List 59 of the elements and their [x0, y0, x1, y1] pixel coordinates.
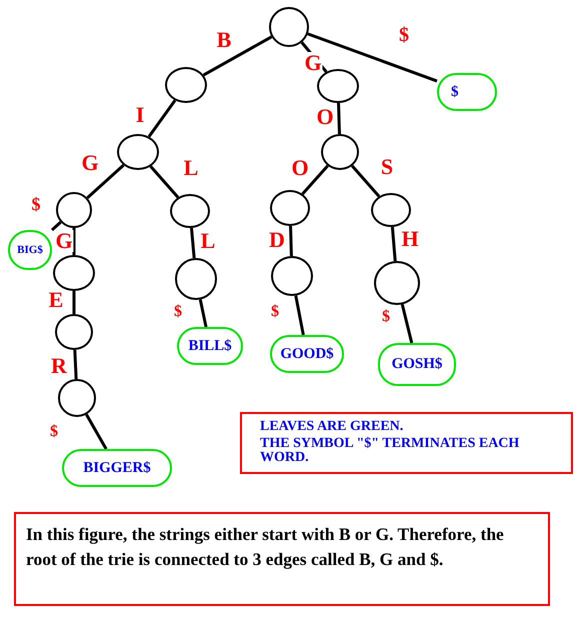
- trie-edge: [198, 299, 208, 328]
- trie-edge: [148, 99, 176, 138]
- trie-edge: [289, 226, 293, 256]
- trie-node-circle: [269, 7, 309, 47]
- note-text: THE SYMBOL "$" TERMINATES EACH WORD.: [260, 437, 520, 465]
- edge-label: $: [381, 309, 391, 325]
- edge-label: $: [398, 25, 410, 45]
- trie-node-circle: [165, 67, 207, 103]
- leaf-label: GOSH$: [392, 356, 442, 373]
- leaf-node: [270, 335, 344, 373]
- trie-node-circle: [175, 258, 217, 300]
- trie-edge: [390, 226, 397, 262]
- trie-node-circle: [271, 256, 313, 296]
- trie-node-circle: [58, 379, 96, 417]
- note-text: LEAVES ARE GREEN.: [260, 420, 404, 434]
- edge-label: $: [270, 304, 280, 320]
- trie-edge: [202, 36, 272, 76]
- edge-label: G: [54, 230, 74, 252]
- trie-edge: [307, 32, 438, 82]
- trie-edge: [190, 228, 196, 258]
- trie-node-circle: [317, 69, 359, 103]
- trie-node-circle: [321, 134, 359, 170]
- trie-edge: [294, 295, 305, 336]
- leaf-node: [177, 327, 243, 365]
- edge-label: $: [173, 304, 183, 320]
- trie-edge: [337, 102, 341, 134]
- leaf-label: BIG$: [17, 244, 43, 256]
- leaf-node: [378, 343, 456, 386]
- trie-edge: [85, 414, 108, 450]
- trie-node-circle: [270, 190, 310, 226]
- caption-box: [14, 512, 550, 606]
- trie-edge: [72, 228, 76, 255]
- caption-text: In this figure, the strings either start with B or G. Therefore, the root of the trie is connected to 3 edges called B, G and $.: [26, 523, 505, 571]
- leaf-node: [437, 73, 497, 111]
- trie-edge: [150, 165, 180, 198]
- trie-node-circle: [117, 134, 159, 170]
- trie-edge: [351, 164, 380, 198]
- trie-edge: [86, 164, 125, 200]
- note-box: [240, 412, 573, 474]
- trie-node-circle: [56, 192, 92, 228]
- trie-node-circle: [374, 261, 420, 305]
- trie-node-circle: [55, 314, 93, 350]
- leaf-label: GOOD$: [280, 346, 334, 362]
- edge-label: $: [49, 424, 59, 440]
- edge-label: $: [30, 195, 42, 213]
- trie-node-circle: [53, 255, 95, 291]
- trie-edge: [300, 41, 328, 73]
- leaf-label: BIGGER$: [83, 460, 151, 476]
- trie-edge: [73, 350, 78, 380]
- trie-edge: [301, 164, 329, 195]
- leaf-node: [8, 230, 52, 270]
- trie-node-circle: [371, 193, 411, 227]
- trie-edge: [400, 304, 414, 344]
- trie-edge: [72, 291, 76, 314]
- trie-edge: [51, 221, 62, 232]
- leaf-label: BILL$: [188, 338, 232, 354]
- trie-node-circle: [170, 194, 210, 228]
- leaf-label: $: [451, 84, 458, 100]
- leaf-node: [62, 449, 172, 487]
